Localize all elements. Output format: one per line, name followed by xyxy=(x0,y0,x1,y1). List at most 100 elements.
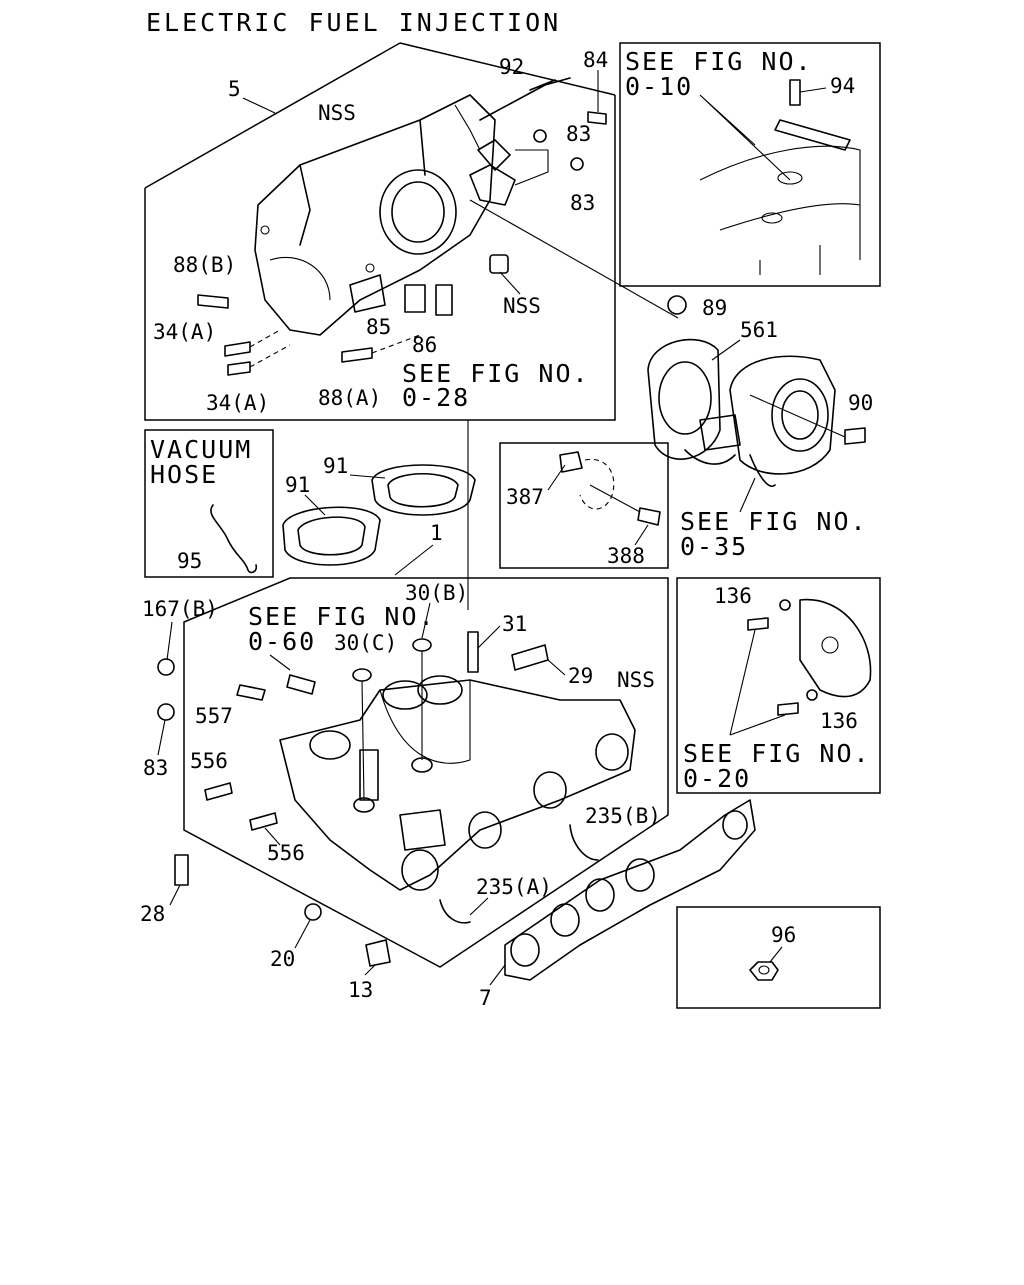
callout-28: 28 xyxy=(140,902,165,926)
cover-plate xyxy=(799,598,872,698)
ref-fig-035-line1: SEE FIG NO. xyxy=(680,507,868,536)
hose-235b xyxy=(569,824,599,861)
callout-20: 20 xyxy=(270,947,295,971)
callout-388: 388 xyxy=(607,544,645,568)
nut-83-c xyxy=(157,703,175,721)
callout-34a-2: 34(A) xyxy=(206,391,269,415)
callout-84: 84 xyxy=(583,48,608,72)
spacer-nss xyxy=(489,254,509,274)
callout-nss-2: NSS xyxy=(503,294,541,318)
bolt-90 xyxy=(844,427,866,445)
ref-fig-028-line1: SEE FIG NO. xyxy=(402,359,590,388)
connector-block xyxy=(774,119,851,151)
stud-84 xyxy=(587,111,607,125)
callout-95: 95 xyxy=(177,549,202,573)
callout-7: 7 xyxy=(479,986,492,1010)
intake-plenum xyxy=(254,94,496,336)
plenum-group-frame-top xyxy=(399,42,616,96)
vacuum-hose xyxy=(210,504,258,574)
callout-29: 29 xyxy=(568,664,593,688)
bolt-88b xyxy=(197,294,229,309)
bolt-94 xyxy=(789,79,801,106)
seal-30b xyxy=(412,638,432,652)
callout-83-b: 83 xyxy=(570,191,595,215)
vacuum-hose-panel: VACUUM HOSE 95 xyxy=(144,429,274,578)
plenum-group: 5 NSS 92 84 83 83 88(B) 34(A) 34(A) 88(A… xyxy=(144,42,616,610)
bracket-assy xyxy=(469,139,516,206)
callout-31: 31 xyxy=(502,612,527,636)
vacuum-hose-label-2: HOSE xyxy=(150,460,218,489)
ref-fig-028-line2: 0-28 xyxy=(402,383,470,412)
gaskets-91: 91 91 xyxy=(282,454,476,566)
gasket-7: 7 xyxy=(479,799,756,1010)
callout-561: 561 xyxy=(740,318,778,342)
ref-fig-060-line2: 0-60 xyxy=(248,627,316,656)
ref-fig-020-line1: SEE FIG NO. xyxy=(683,739,871,768)
nut-96 xyxy=(749,961,779,981)
callout-91-a: 91 xyxy=(285,473,310,497)
nut-83-a xyxy=(533,129,547,143)
ref-fig-060-line1: SEE FIG NO. xyxy=(248,602,436,631)
throttle-body-group: 89 561 90 SEE FIG NO. 0-35 xyxy=(469,199,873,561)
callout-nss-1: NSS xyxy=(318,101,356,125)
bolt-388 xyxy=(637,507,661,526)
gasket-561 xyxy=(647,338,721,460)
stud-556-a xyxy=(204,782,233,801)
sensor-92 xyxy=(479,77,571,121)
seal-30c xyxy=(352,668,372,682)
nut-167b xyxy=(157,658,175,676)
callout-167b: 167(B) xyxy=(142,597,218,621)
callout-86: 86 xyxy=(412,333,437,357)
callout-557: 557 xyxy=(195,704,233,728)
bolts-020 xyxy=(747,617,799,716)
callout-85: 85 xyxy=(366,315,391,339)
ref-fig-010-line1: SEE FIG NO. xyxy=(625,47,813,76)
bolt-28 xyxy=(174,854,189,886)
callout-1: 1 xyxy=(430,521,443,545)
fig-010-panel: SEE FIG NO. 0-10 94 xyxy=(619,42,881,287)
callout-92: 92 xyxy=(499,55,524,79)
callout-556-b: 556 xyxy=(267,841,305,865)
callout-387: 387 xyxy=(506,485,544,509)
callout-96: 96 xyxy=(771,923,796,947)
nut-83-b xyxy=(570,157,584,171)
callout-30b: 30(B) xyxy=(405,581,468,605)
callout-5: 5 xyxy=(228,77,241,101)
callout-88a: 88(A) xyxy=(318,386,381,410)
throttle-body xyxy=(684,355,836,487)
sensor-060 xyxy=(286,674,316,695)
callout-90: 90 xyxy=(848,391,873,415)
hose-235a xyxy=(439,899,471,924)
manifold-group-frame xyxy=(183,577,669,968)
callout-136-a: 136 xyxy=(714,584,752,608)
callout-nss-3: NSS xyxy=(617,668,655,692)
callout-89: 89 xyxy=(702,296,727,320)
bolt-13 xyxy=(365,939,391,967)
manifold-group: 1 SEE FIG NO. 0-60 xyxy=(140,521,669,1002)
callout-556-a: 556 xyxy=(190,749,228,773)
sensor-29 xyxy=(511,644,549,671)
intake-manifold xyxy=(279,675,636,891)
callout-34a-1: 34(A) xyxy=(153,320,216,344)
callout-235a: 235(A) xyxy=(476,875,552,899)
bracket-387-panel: 387 388 xyxy=(499,442,669,569)
callout-88b: 88(B) xyxy=(173,253,236,277)
nut-89 xyxy=(667,295,687,315)
vacuum-hose-label-1: VACUUM xyxy=(150,435,252,464)
ref-fig-020-line2: 0-20 xyxy=(683,764,751,793)
callout-91-b: 91 xyxy=(323,454,348,478)
studs-34a xyxy=(224,341,251,376)
stud-556-b xyxy=(249,812,278,831)
callout-83-c: 83 xyxy=(143,756,168,780)
fig-020-panel: 136 136 SEE FIG NO. 0-20 xyxy=(676,577,881,794)
callout-83-a: 83 xyxy=(566,122,591,146)
studs-85-86 xyxy=(404,284,453,316)
nut-96-panel: 96 xyxy=(676,906,881,1009)
stud-557 xyxy=(236,684,266,701)
ref-fig-010-line2: 0-10 xyxy=(625,72,693,101)
callout-94: 94 xyxy=(830,74,855,98)
stud-31 xyxy=(467,631,479,673)
callout-136-b: 136 xyxy=(820,709,858,733)
